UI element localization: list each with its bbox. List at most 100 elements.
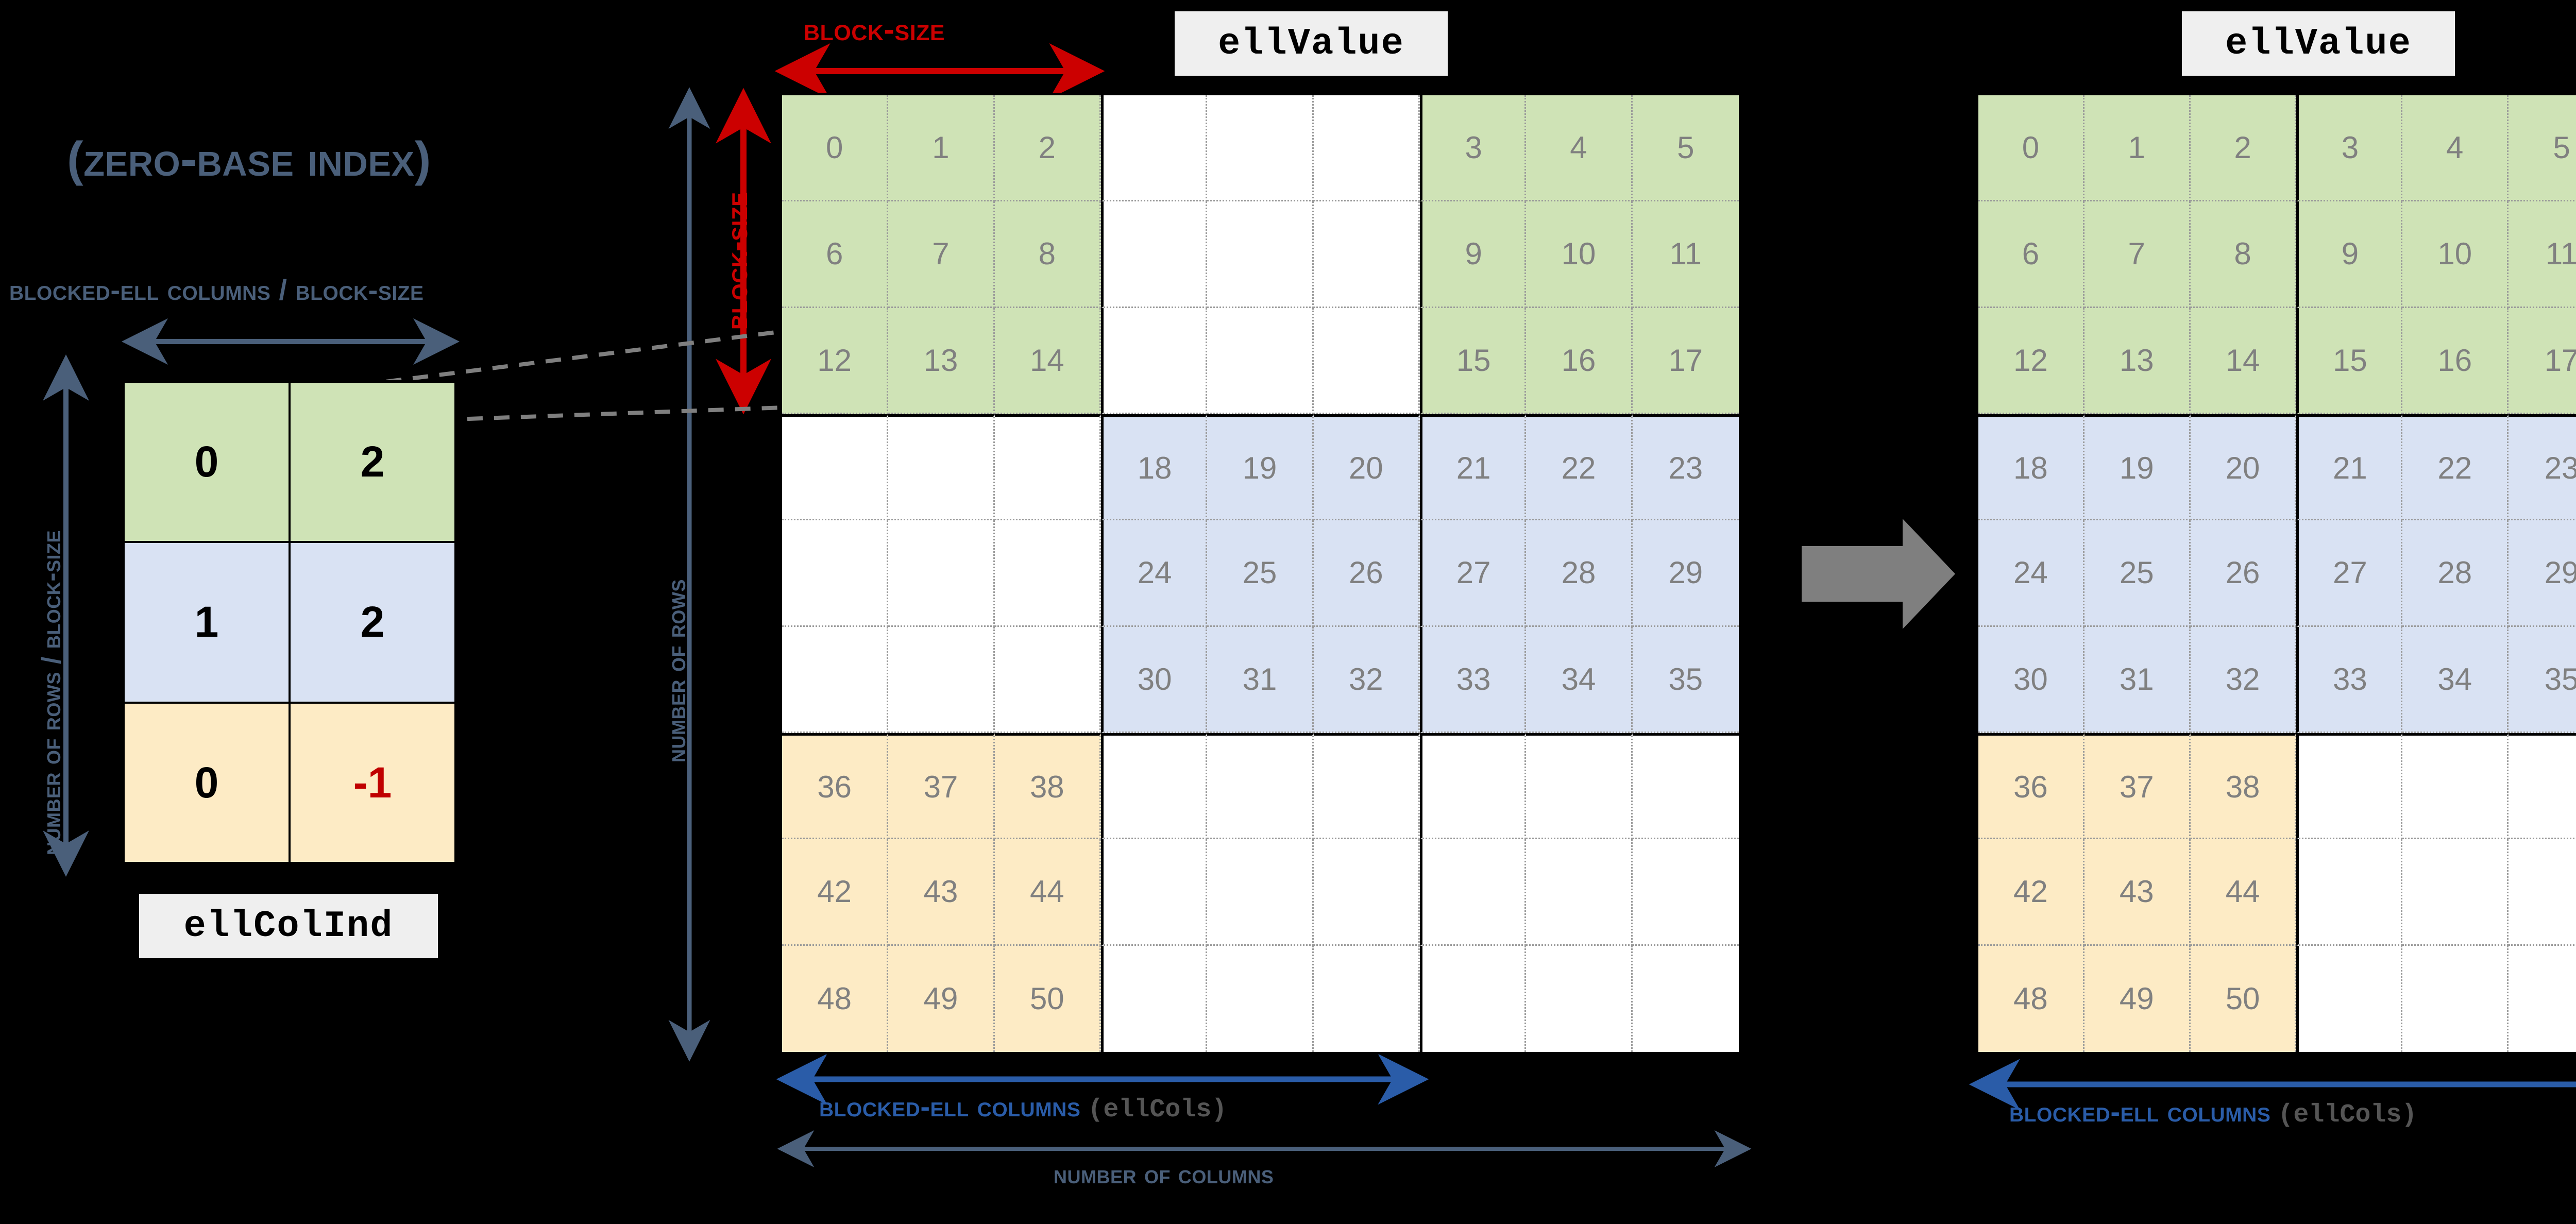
matrix-cell[interactable]: 0 [1978,95,2084,202]
matrix-cell[interactable] [2509,945,2576,1052]
matrix-cell[interactable]: 31 [2084,626,2191,733]
matrix-cell[interactable] [1419,733,1527,840]
matrix-cell[interactable] [2402,839,2509,946]
matrix-cell[interactable]: 11 [2509,201,2576,308]
matrix-cell[interactable]: 37 [2084,733,2191,840]
matrix-cell[interactable]: 34 [1526,626,1633,733]
matrix-cell[interactable] [888,520,995,627]
matrix-cell[interactable]: 50 [2190,945,2297,1052]
matrix-cell[interactable]: 49 [888,945,995,1052]
matrix-cell[interactable]: 23 [2509,414,2576,521]
matrix-cell[interactable]: 17 [1632,308,1739,414]
matrix-cell[interactable] [1207,945,1314,1052]
matrix-cell[interactable] [888,414,995,521]
ellcolind-cell[interactable]: 2 [291,543,454,702]
matrix-cell[interactable] [1632,733,1739,840]
matrix-cell[interactable] [2296,839,2403,946]
matrix-cell[interactable]: 4 [2402,95,2509,202]
matrix-cell[interactable] [1207,733,1314,840]
matrix-cell[interactable] [782,414,889,521]
matrix-cell[interactable] [782,520,889,627]
matrix-cell[interactable]: 1 [888,95,995,202]
matrix-cell[interactable]: 44 [994,839,1101,946]
matrix-cell[interactable]: 20 [1313,414,1420,521]
matrix-cell[interactable]: 34 [2402,626,2509,733]
matrix-cell[interactable]: 42 [782,839,889,946]
matrix-cell[interactable]: 14 [994,308,1101,414]
matrix-cell[interactable]: 33 [2296,626,2403,733]
ellcolind-cell-negative[interactable]: -1 [291,703,454,862]
matrix-cell[interactable] [2296,733,2403,840]
matrix-cell[interactable]: 2 [994,95,1101,202]
matrix-cell[interactable]: 13 [2084,308,2191,414]
matrix-cell[interactable]: 19 [1207,414,1314,521]
matrix-cell[interactable]: 13 [888,308,995,414]
matrix-cell[interactable]: 21 [2296,414,2403,521]
matrix-cell[interactable] [1419,945,1527,1052]
matrix-cell[interactable]: 30 [1100,626,1208,733]
matrix-cell[interactable]: 43 [888,839,995,946]
matrix-cell[interactable]: 5 [1632,95,1739,202]
matrix-cell[interactable]: 1 [2084,95,2191,202]
matrix-cell[interactable]: 28 [1526,520,1633,627]
matrix-cell[interactable]: 35 [1632,626,1739,733]
matrix-cell[interactable]: 31 [1207,626,1314,733]
matrix-cell[interactable] [2509,839,2576,946]
matrix-cell[interactable] [1526,839,1633,946]
matrix-cell[interactable]: 20 [2190,414,2297,521]
matrix-cell[interactable]: 50 [994,945,1101,1052]
matrix-cell[interactable]: 25 [1207,520,1314,627]
ellcolind-cell[interactable]: 0 [125,383,289,541]
matrix-cell[interactable] [2402,733,2509,840]
ellcolind-cell[interactable]: 0 [125,703,289,862]
matrix-cell[interactable]: 24 [1100,520,1208,627]
matrix-cell[interactable]: 35 [2509,626,2576,733]
matrix-cell[interactable]: 6 [782,201,889,308]
matrix-cell[interactable] [1100,201,1208,308]
matrix-cell[interactable]: 2 [2190,95,2297,202]
matrix-cell[interactable] [1313,95,1420,202]
matrix-cell[interactable]: 24 [1978,520,2084,627]
matrix-cell[interactable]: 8 [2190,201,2297,308]
matrix-cell[interactable]: 6 [1978,201,2084,308]
matrix-cell[interactable]: 10 [2402,201,2509,308]
matrix-cell[interactable] [1207,308,1314,414]
matrix-cell[interactable] [2509,733,2576,840]
matrix-cell[interactable] [1419,839,1527,946]
matrix-cell[interactable] [994,520,1101,627]
ellcolind-cell[interactable]: 1 [125,543,289,702]
matrix-cell[interactable]: 11 [1632,201,1739,308]
matrix-cell[interactable] [1100,308,1208,414]
matrix-cell[interactable] [1313,733,1420,840]
matrix-cell[interactable]: 12 [1978,308,2084,414]
matrix-cell[interactable] [994,626,1101,733]
matrix-cell[interactable]: 18 [1100,414,1208,521]
matrix-cell[interactable]: 38 [994,733,1101,840]
matrix-cell[interactable]: 48 [782,945,889,1052]
matrix-cell[interactable]: 28 [2402,520,2509,627]
matrix-cell[interactable] [1632,945,1739,1052]
matrix-cell[interactable] [1526,733,1633,840]
matrix-cell[interactable]: 10 [1526,201,1633,308]
matrix-cell[interactable] [1100,839,1208,946]
matrix-cell[interactable] [1207,95,1314,202]
matrix-cell[interactable] [1313,308,1420,414]
matrix-cell[interactable] [1207,839,1314,946]
matrix-cell[interactable]: 22 [2402,414,2509,521]
matrix-cell[interactable] [1313,945,1420,1052]
matrix-cell[interactable]: 23 [1632,414,1739,521]
matrix-cell[interactable]: 38 [2190,733,2297,840]
matrix-cell[interactable]: 19 [2084,414,2191,521]
matrix-cell[interactable]: 44 [2190,839,2297,946]
matrix-cell[interactable]: 12 [782,308,889,414]
matrix-cell[interactable] [1526,945,1633,1052]
matrix-cell[interactable]: 25 [2084,520,2191,627]
matrix-cell[interactable]: 33 [1419,626,1527,733]
matrix-cell[interactable]: 7 [888,201,995,308]
matrix-cell[interactable]: 49 [2084,945,2191,1052]
matrix-cell[interactable] [1100,945,1208,1052]
matrix-cell[interactable]: 0 [782,95,889,202]
matrix-cell[interactable]: 17 [2509,308,2576,414]
matrix-cell[interactable] [1100,95,1208,202]
matrix-cell[interactable]: 37 [888,733,995,840]
